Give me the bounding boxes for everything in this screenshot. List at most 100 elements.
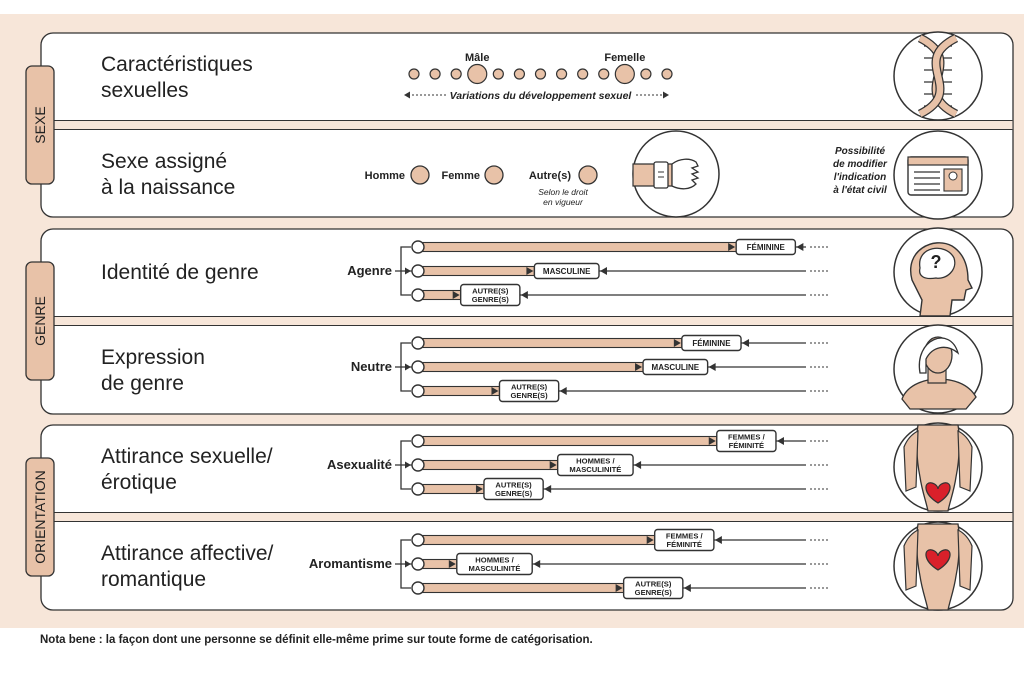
intensity-arrow-icon bbox=[634, 461, 642, 469]
intensity-label: GENRE(S) bbox=[511, 391, 549, 400]
variation-caption: Variations du développement sexuel bbox=[450, 90, 633, 102]
spectrum-bar bbox=[417, 435, 718, 447]
assigned-sex-option bbox=[484, 165, 504, 185]
head-question-icon: ? bbox=[893, 227, 983, 317]
row-title: Identité de genre bbox=[101, 261, 259, 284]
spectrum-bar bbox=[417, 582, 625, 594]
spectrum-origin-dot bbox=[411, 336, 425, 350]
spectrum-bar bbox=[417, 337, 683, 349]
sex-variation-dot bbox=[408, 68, 420, 80]
question-mark-icon: ? bbox=[931, 252, 942, 272]
spectrum-origin-label: Neutre bbox=[351, 359, 392, 374]
torso-arm-right bbox=[957, 529, 973, 591]
dna-strand-fill bbox=[918, 35, 958, 117]
torso-arm-left bbox=[903, 529, 919, 591]
card-header bbox=[907, 156, 969, 166]
intensity-label-box bbox=[498, 379, 560, 403]
intensity-label-box bbox=[681, 334, 742, 352]
civil-status-note: de modifier bbox=[833, 159, 888, 170]
intensity-arrow-icon bbox=[475, 485, 483, 493]
intensity-arrow-icon bbox=[544, 485, 552, 493]
intensity-label: FÉMINITÉ bbox=[667, 540, 702, 549]
male-label: Mâle bbox=[465, 52, 489, 64]
row-title: érotique bbox=[101, 471, 177, 494]
civil-status-note: à l'état civil bbox=[833, 185, 887, 196]
intensity-label-box bbox=[556, 453, 634, 477]
spectrum-origin-dot bbox=[411, 458, 425, 472]
intensity-label: FEMMES / bbox=[666, 532, 704, 541]
female-label: Femelle bbox=[604, 52, 645, 64]
group-label: SEXE bbox=[32, 106, 48, 143]
sex-variation-dot bbox=[429, 68, 441, 80]
sex-variation-dot bbox=[513, 68, 526, 80]
intensity-label-box bbox=[735, 238, 797, 256]
intensity-arrow-icon bbox=[635, 363, 643, 371]
law-note: en vigueur bbox=[543, 197, 584, 207]
intensity-label-box bbox=[456, 552, 533, 576]
row-title: à la naissance bbox=[101, 176, 235, 199]
bracket-arrow-icon bbox=[405, 560, 411, 568]
intensity-label-box bbox=[622, 576, 684, 600]
intensity-label: GENRE(S) bbox=[472, 295, 510, 304]
spectrum-bar bbox=[417, 534, 656, 546]
row-title: romantique bbox=[101, 568, 206, 591]
group-label: GENRE bbox=[32, 296, 48, 346]
brain bbox=[918, 247, 956, 280]
spectrum-origin-dot bbox=[411, 581, 425, 595]
intensity-label: AUTRE(S) bbox=[472, 287, 509, 296]
heart-icon bbox=[925, 482, 951, 504]
intensity-arrow-icon bbox=[549, 461, 557, 469]
intensity-label: AUTRE(S) bbox=[495, 481, 532, 490]
row-title: de genre bbox=[101, 372, 184, 395]
row-title: Sexe assigné bbox=[101, 150, 227, 173]
intensity-arrow-icon bbox=[742, 339, 750, 347]
intensity-label: FEMMES / bbox=[728, 433, 766, 442]
intensity-arrow-icon bbox=[448, 560, 456, 568]
torso-arm-left bbox=[903, 430, 919, 492]
row-title: sexuelles bbox=[101, 79, 189, 102]
intensity-arrow-icon bbox=[683, 584, 691, 592]
spectrum-origin-dot bbox=[411, 557, 425, 571]
assigned-sex-label: Autre(s) bbox=[529, 170, 572, 182]
spectrum-origin-dot bbox=[411, 360, 425, 374]
intensity-label: MASCULINE bbox=[652, 363, 700, 372]
intensity-label: MASCULINITÉ bbox=[569, 465, 621, 474]
dna-icon bbox=[893, 31, 983, 121]
intensity-label: FÉMININE bbox=[692, 339, 731, 348]
spectrum-origin-label: Asexualité bbox=[327, 457, 392, 472]
intensity-label-box bbox=[653, 528, 715, 552]
row-title: Attirance affective/ bbox=[101, 542, 274, 565]
intensity-label-box bbox=[483, 477, 544, 501]
intensity-arrow-icon bbox=[673, 339, 681, 347]
intensity-label: GENRE(S) bbox=[635, 588, 673, 597]
spectrum-bar bbox=[417, 385, 501, 397]
spectrum-origin-label: Aromantisme bbox=[309, 556, 392, 571]
sex-variation-dot bbox=[577, 68, 589, 80]
intensity-arrow-icon bbox=[708, 363, 716, 371]
intensity-label: GENRE(S) bbox=[495, 489, 533, 498]
baby-fist bbox=[671, 158, 700, 190]
intensity-label: AUTRE(S) bbox=[635, 580, 672, 589]
assigned-sex-option bbox=[578, 165, 598, 185]
spectrum-bar bbox=[417, 241, 737, 253]
assigned-sex-label: Femme bbox=[441, 170, 480, 182]
spectrum-bar bbox=[417, 361, 644, 373]
intensity-arrow-icon bbox=[796, 243, 804, 251]
intensity-arrow-icon bbox=[646, 536, 654, 544]
id-card-icon bbox=[893, 130, 983, 220]
intensity-arrow-icon bbox=[526, 267, 534, 275]
intensity-arrow-icon bbox=[520, 291, 528, 299]
intensity-arrow-icon bbox=[533, 560, 541, 568]
bracket-arrow-icon bbox=[405, 461, 411, 469]
arrow-left-icon bbox=[404, 91, 410, 99]
law-note: Selon le droit bbox=[538, 187, 588, 197]
assigned-sex-label: Homme bbox=[365, 170, 405, 182]
row-title: Expression bbox=[101, 346, 205, 369]
torso-arm-right bbox=[957, 430, 973, 492]
row-title: Attirance sexuelle/ bbox=[101, 445, 273, 468]
sex-variation-dot bbox=[555, 68, 568, 80]
spectrum-bar bbox=[417, 265, 535, 277]
intensity-arrow-icon bbox=[714, 536, 722, 544]
spectrum-origin-label: Agenre bbox=[347, 263, 392, 278]
